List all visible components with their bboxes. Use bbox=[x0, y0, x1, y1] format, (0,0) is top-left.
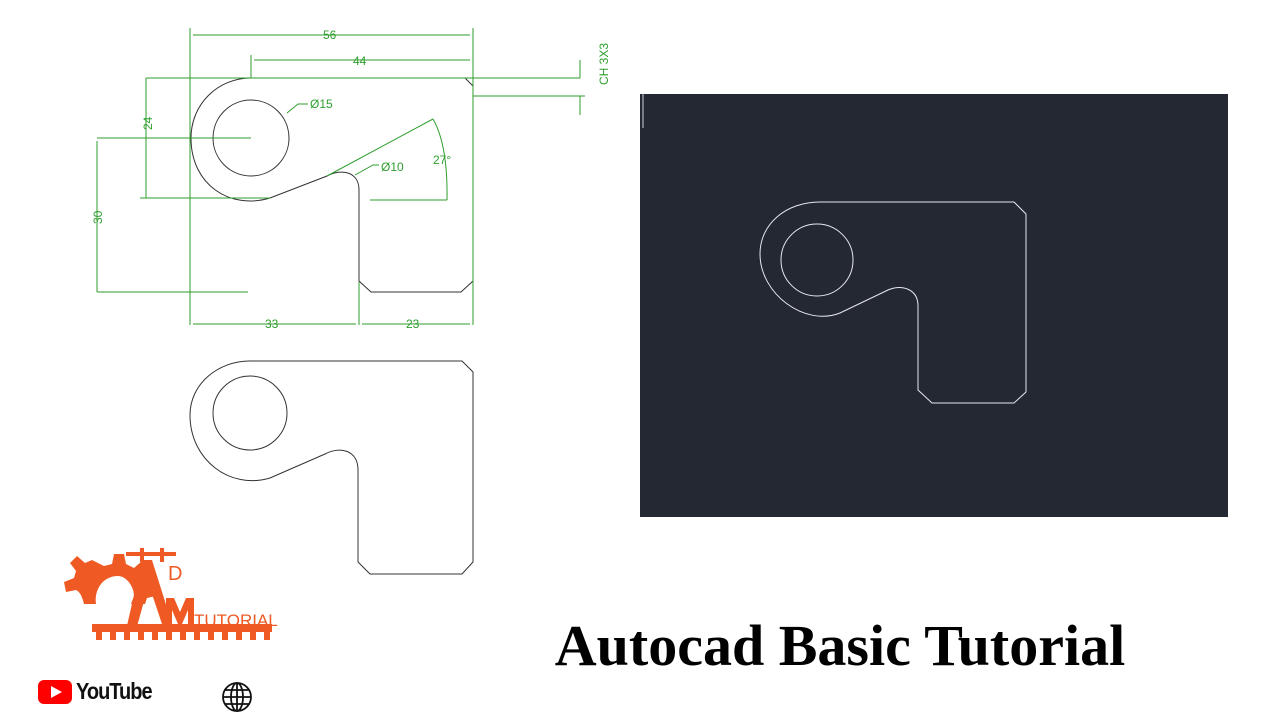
viewport-drawing bbox=[642, 94, 1027, 404]
cad-viewport[interactable] bbox=[640, 94, 1228, 517]
youtube-link[interactable]: YouTube bbox=[38, 678, 153, 706]
dim-top-width: 44 bbox=[353, 54, 367, 68]
dim-chamfer-note: CH 3X3 bbox=[597, 43, 611, 85]
dim-overall-width: 56 bbox=[323, 28, 337, 42]
dimension-lines bbox=[96, 28, 585, 325]
part-outline bbox=[189, 360, 474, 575]
logo-small-text: D bbox=[168, 563, 182, 585]
play-icon bbox=[38, 680, 72, 704]
dim-bottom-right: 23 bbox=[406, 317, 420, 331]
annotated-drawing: 56 44 CH 3X3 24 30 Ø15 Ø10 27° 33 23 bbox=[91, 28, 611, 331]
dim-hole-large: Ø15 bbox=[310, 97, 333, 111]
dim-height-left: 24 bbox=[141, 116, 155, 130]
logo-suffix: TUTORIAL bbox=[194, 611, 278, 630]
plain-drawing bbox=[189, 360, 474, 575]
hole-outline bbox=[212, 375, 288, 451]
dim-angle: 27° bbox=[433, 153, 451, 167]
hole-outline bbox=[780, 223, 854, 297]
page-title: Autocad Basic Tutorial bbox=[554, 613, 1126, 678]
dim-height-lower: 30 bbox=[91, 210, 105, 224]
globe-icon[interactable] bbox=[220, 680, 254, 714]
youtube-label: YouTube bbox=[76, 678, 153, 705]
part-outline bbox=[759, 201, 1027, 404]
dim-bottom-left: 33 bbox=[265, 317, 279, 331]
dim-fillet-small: Ø10 bbox=[381, 160, 404, 174]
cad-tutorial-logo: D TUTORIAL bbox=[64, 548, 278, 640]
